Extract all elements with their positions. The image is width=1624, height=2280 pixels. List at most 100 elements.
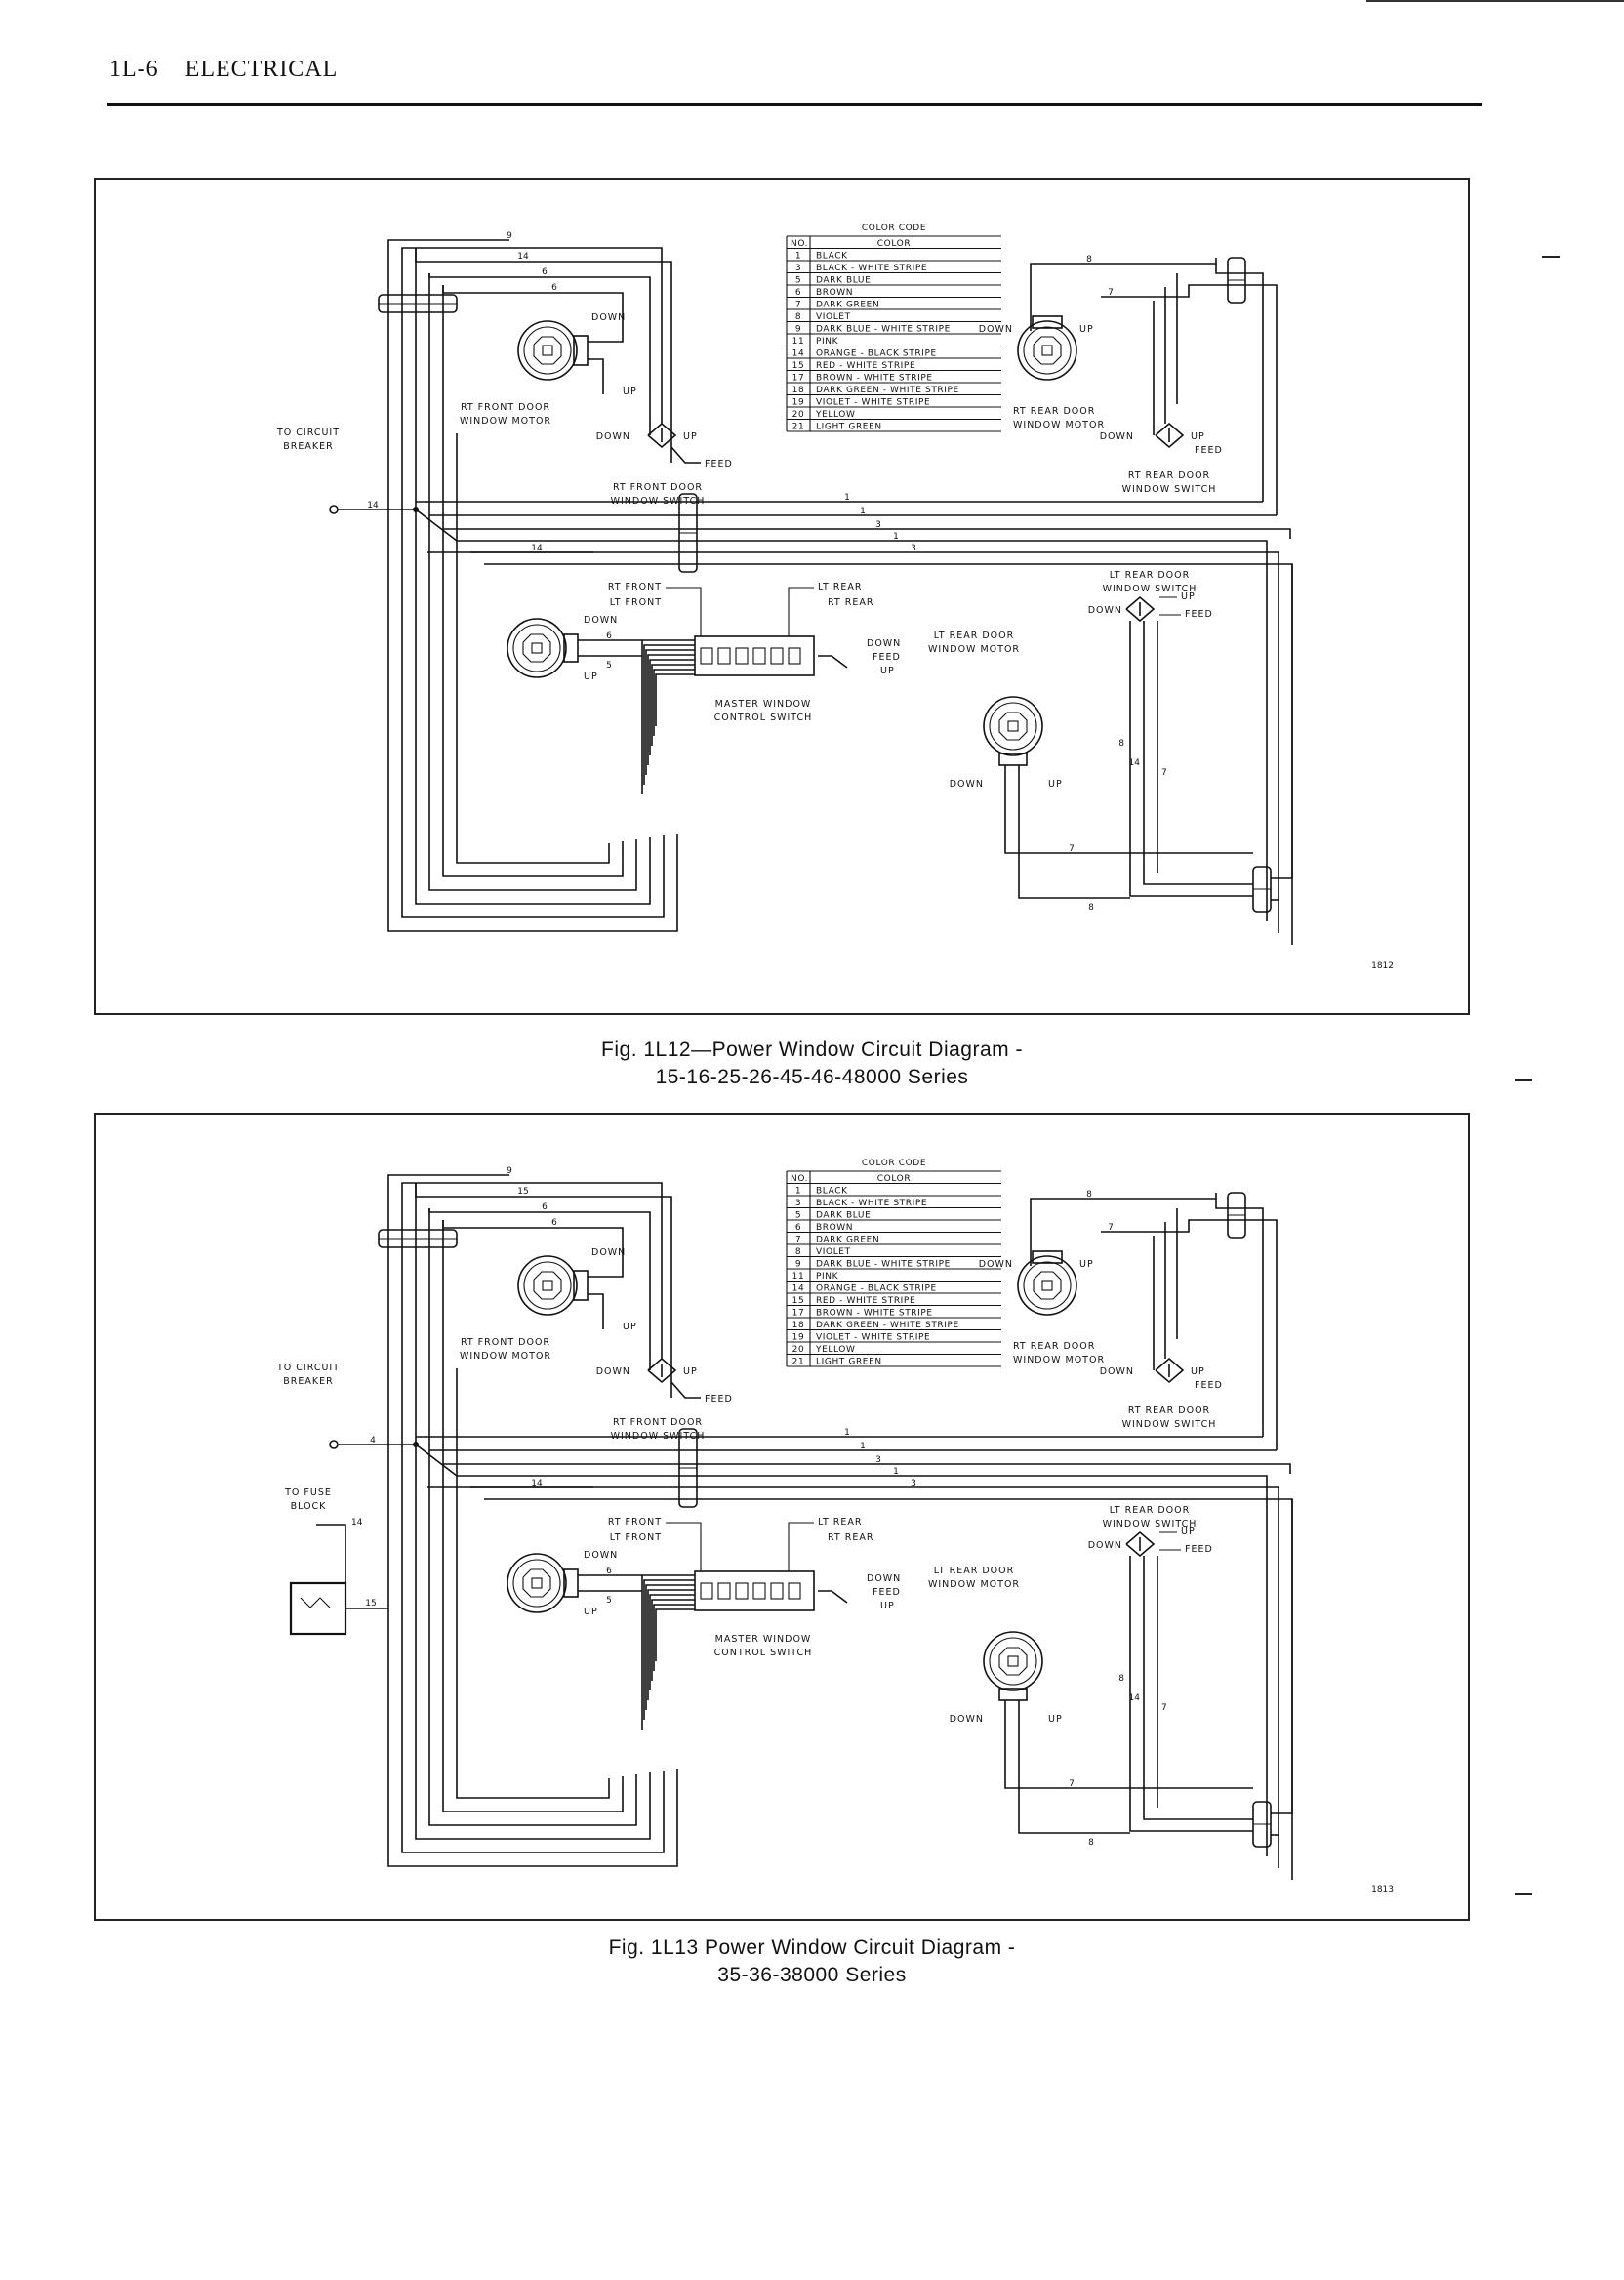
wire-number: 8 xyxy=(1118,739,1124,749)
color-code-number: 14 xyxy=(792,1284,805,1294)
rt-rear-window-motor-core xyxy=(1041,345,1053,356)
wire xyxy=(670,1381,701,1399)
master-switch-label: CONTROL SWITCH xyxy=(714,712,813,723)
feed-label: FEED xyxy=(873,1587,901,1598)
wire-1-lt xyxy=(457,540,1268,921)
color-code-header-no: NO. xyxy=(791,239,808,249)
bundle-wire xyxy=(456,1368,610,1799)
wire-number: 1 xyxy=(893,1467,899,1477)
up-label: UP xyxy=(1191,431,1205,442)
color-code-number: 14 xyxy=(792,349,805,359)
up-label: UP xyxy=(623,1322,637,1332)
wire-number: 1 xyxy=(844,493,850,503)
lt-front-label: LT FRONT xyxy=(610,1532,662,1543)
leader xyxy=(788,587,814,636)
wire-8 xyxy=(1129,621,1253,897)
color-code-color: BROWN xyxy=(816,288,853,298)
lt-rear-motor-label: WINDOW MOTOR xyxy=(928,644,1020,655)
down-label: DOWN xyxy=(584,615,618,626)
color-code-number: 17 xyxy=(792,1309,805,1319)
rt-rear-window-motor-winding xyxy=(1033,1271,1062,1300)
wire-number: 7 xyxy=(1108,288,1114,298)
wire-number: 7 xyxy=(1069,1779,1075,1789)
wire-number: 8 xyxy=(1086,255,1092,265)
rt-front-window-motor-housing xyxy=(517,1255,578,1316)
color-code-number: 3 xyxy=(795,264,801,273)
color-code-number: 1 xyxy=(795,1187,801,1197)
master-switch-contact xyxy=(717,1582,731,1600)
rt-rear-window-switch-body xyxy=(1155,422,1185,449)
bundle-wire xyxy=(428,1208,637,1826)
master-harness-wire xyxy=(645,1584,695,1710)
wire-number: 6 xyxy=(551,283,557,293)
color-code-color: DARK BLUE - WHITE STRIPE xyxy=(816,1260,951,1270)
wire xyxy=(1255,284,1278,515)
bundle-wire xyxy=(415,248,651,905)
color-code-color: BROWN - WHITE STRIPE xyxy=(816,374,933,384)
color-code-number: 20 xyxy=(792,1345,805,1355)
breaker-terminal xyxy=(329,1440,339,1449)
lt-rear-motor-label: WINDOW MOTOR xyxy=(928,1579,1020,1590)
up-label: UP xyxy=(584,672,598,682)
page-number: 1L-6 xyxy=(109,57,159,82)
bundle-wire xyxy=(442,285,624,877)
color-code-title: COLOR CODE xyxy=(862,1159,926,1168)
color-code-number: 21 xyxy=(792,1358,805,1367)
figure-1l12-caption: Fig. 1L12—Power Window Circuit Diagram -… xyxy=(0,1037,1624,1091)
color-code-number: 11 xyxy=(792,1272,805,1282)
down-label: DOWN xyxy=(1100,431,1134,442)
rt-front-window-motor-core xyxy=(542,1280,553,1291)
caption-line-1: Fig. 1L13 Power Window Circuit Diagram - xyxy=(608,1936,1016,1959)
wire-8 xyxy=(1030,1198,1089,1266)
color-code-number: 6 xyxy=(795,288,801,298)
master-switch-contact xyxy=(770,1582,784,1600)
wire-number: 7 xyxy=(1108,1223,1114,1233)
section-title: ELECTRICAL xyxy=(184,57,339,82)
bundle-wire xyxy=(428,273,637,891)
wire-7 xyxy=(1101,284,1255,298)
master-switch-contact xyxy=(700,647,713,665)
lt-rear-window-motor-core xyxy=(1007,720,1019,732)
color-code-color: BROWN - WHITE STRIPE xyxy=(816,1309,933,1319)
rt-front-window-motor-armature xyxy=(523,326,572,375)
color-code-color: DARK GREEN - WHITE STRIPE xyxy=(816,386,959,395)
rt-front-motor-label: WINDOW MOTOR xyxy=(460,416,551,427)
color-code-color: BLACK xyxy=(816,1187,848,1197)
color-code-color: VIOLET - WHITE STRIPE xyxy=(816,1333,930,1343)
wire-number: 8 xyxy=(1118,1674,1124,1684)
wire-number: 8 xyxy=(1086,1190,1092,1200)
wire-number: 14 xyxy=(531,544,543,553)
wire-3 xyxy=(443,1463,1291,1474)
lt-front-motor-terminal xyxy=(563,633,579,663)
color-code-number: 3 xyxy=(795,1199,801,1208)
figure-reference-number: 1813 xyxy=(1371,1885,1394,1894)
wire-number: 14 xyxy=(517,252,529,262)
color-code-color: VIOLET xyxy=(816,1247,851,1257)
master-switch-contact xyxy=(752,647,766,665)
color-code-color: DARK GREEN - WHITE STRIPE xyxy=(816,1321,959,1330)
wire-number: 14 xyxy=(367,501,379,510)
down-label: DOWN xyxy=(950,779,984,790)
wire-number: 5 xyxy=(606,661,612,671)
fuse-block-label: BLOCK xyxy=(291,1501,327,1512)
caption-line-1: Fig. 1L12—Power Window Circuit Diagram - xyxy=(601,1038,1023,1061)
color-code-number: 18 xyxy=(792,1321,805,1330)
color-code-color: BROWN xyxy=(816,1223,853,1233)
color-code-color: YELLOW xyxy=(815,410,855,420)
rt-front-window-motor-housing xyxy=(517,320,578,381)
wire-number: 1 xyxy=(844,1428,850,1438)
feed-wire xyxy=(415,509,458,542)
down-label: DOWN xyxy=(591,1247,626,1258)
color-code-number: 5 xyxy=(795,1211,801,1221)
wire-number: 7 xyxy=(1161,768,1167,778)
down-label: DOWN xyxy=(591,312,626,323)
wire-6-inner xyxy=(442,1220,624,1259)
color-code-color: VIOLET xyxy=(816,312,851,322)
wire-number: 8 xyxy=(1088,903,1094,913)
rt-rear-label: RT REAR xyxy=(828,1532,873,1543)
up-label: UP xyxy=(683,1366,698,1377)
master-harness-wire xyxy=(655,1608,695,1661)
master-switch-contact xyxy=(700,1582,713,1600)
wire-number: 3 xyxy=(911,544,916,553)
